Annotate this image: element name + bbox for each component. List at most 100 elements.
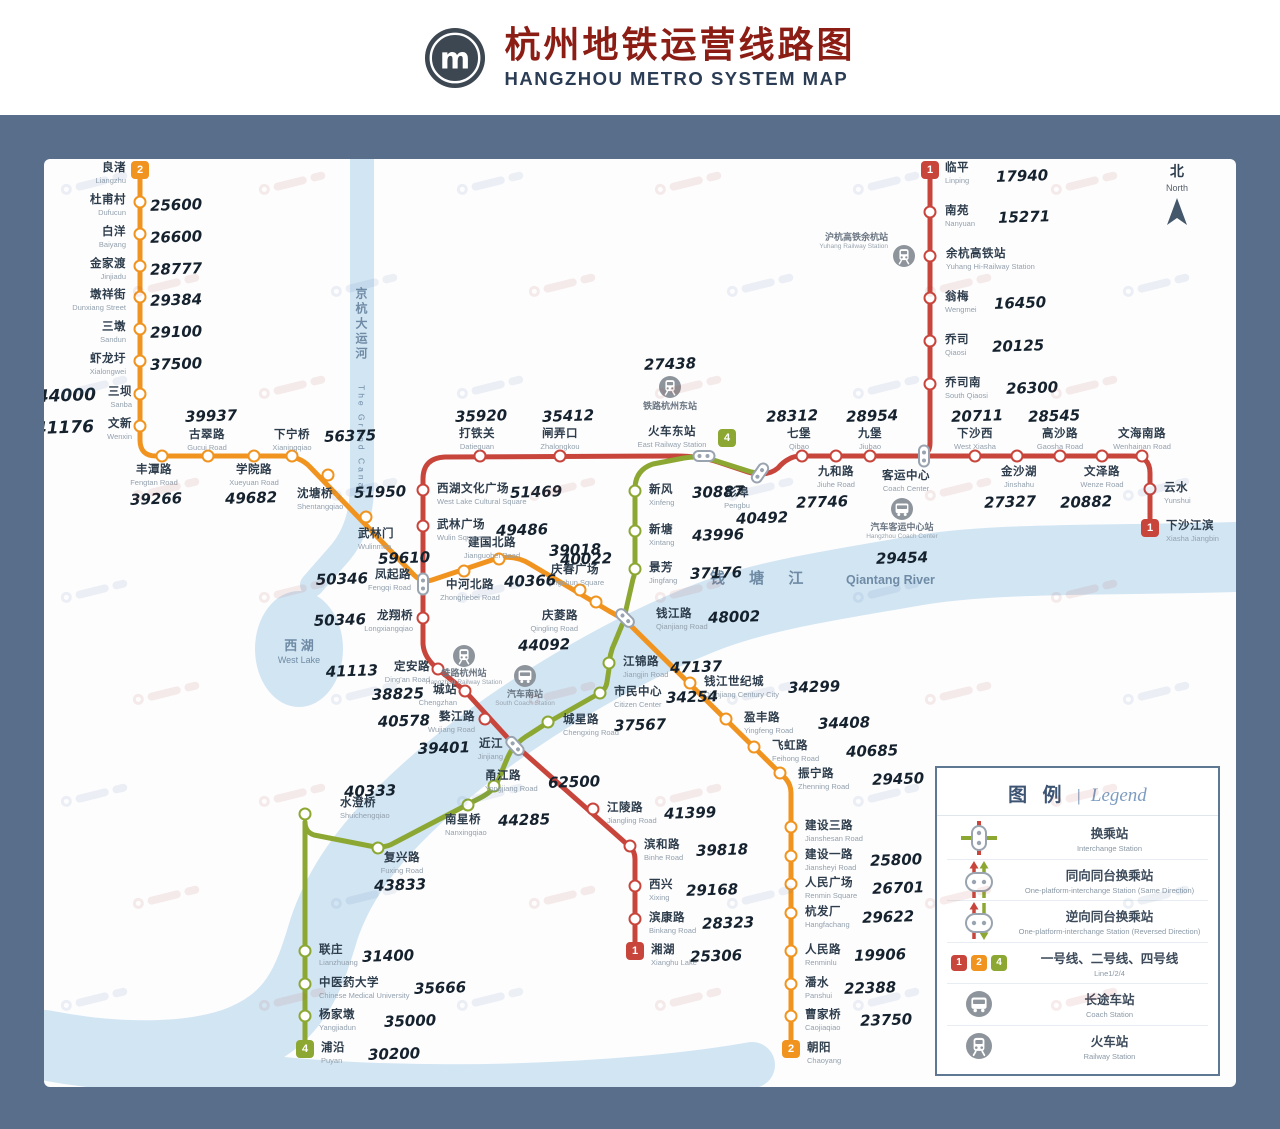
station-count-shuichengqiao: 40333 (343, 781, 397, 801)
station-name-en: Ding'an Road (384, 674, 430, 684)
legend-title-divider: | (1076, 786, 1081, 805)
station-name-zh: 南星桥 (445, 814, 481, 826)
station-marker-wulin-square (416, 519, 430, 533)
station-count-gaosha-road: 28545 (1027, 406, 1081, 426)
station-name-en: Chaoyang (807, 1055, 842, 1065)
station-marker-wenxin (133, 419, 147, 433)
station-name-zh: 武林门 (358, 528, 394, 540)
station-count-fengqi-road: 50346 (315, 569, 369, 589)
station-name-en: Yangjiadun (319, 1022, 356, 1032)
station-name-zh: 婺江路 (439, 711, 475, 723)
station-name-en: Dufucun (98, 207, 126, 217)
station-name-en: Wujiang Road (428, 724, 475, 734)
station-marker-sandun (133, 322, 147, 336)
legend-label-zh: 同向同台换乘站 (1065, 868, 1154, 883)
station-name-en: Wenxin (107, 431, 132, 441)
station-marker-yongjiang-road (487, 779, 501, 793)
station-name-zh: 建国北路 (467, 537, 516, 549)
annotation-zh: 汽车客运中心站 (870, 522, 934, 532)
legend-icon-reverse (947, 901, 1011, 941)
station-marker-fengqi-road (417, 572, 429, 596)
station-name-zh: 杜甫村 (90, 194, 126, 206)
station-name-zh: 近江 (479, 738, 503, 750)
station-marker-west-lake-cultural-square (416, 483, 430, 497)
station-count-puyan: 30200 (367, 1044, 421, 1064)
station-name-zh: 建设三路 (805, 820, 853, 832)
station-name-en: Gaosha Road (1036, 441, 1084, 451)
station-name-en: Jiansheyi Road (805, 862, 857, 872)
station-marker-qianjiang-century-city (683, 676, 697, 690)
station-count-jingfang: 37176 (689, 563, 743, 583)
station-name-en: Jingfang (649, 575, 678, 585)
station-count-chengzhan: 38825 (371, 684, 425, 704)
station-marker-qingchun-square (573, 583, 587, 597)
station-count-jinshahu: 27327 (983, 492, 1037, 512)
station-name-en: Wulin Square (437, 532, 482, 542)
station-marker-panshui (784, 977, 798, 991)
line-1-terminal-badge-xiasha-jiangbin: 1 (1141, 519, 1159, 537)
station-name-zh: 复兴路 (384, 852, 420, 864)
station-name-zh: 九和路 (817, 466, 854, 478)
station-count-jiuhe-road: 27746 (795, 492, 849, 512)
line-4-terminal-badge-puyan: 4 (296, 1040, 314, 1058)
station-count-datieguan: 35920 (454, 406, 508, 426)
grand-canal-label-en: The Grand Canal (356, 385, 367, 496)
station-count-xixing: 29168 (685, 880, 739, 900)
station-name-en: Renminlu (805, 957, 837, 967)
station-marker-jiansheyi-road (784, 849, 798, 863)
station-name-zh: 彭埠 (724, 487, 749, 499)
station-name-en: Chengxing Road (563, 727, 619, 737)
station-count-qiaosi: 20125 (991, 336, 1045, 356)
station-name-zh: 龙翔桥 (377, 610, 413, 622)
station-count-shentangqiao: 51950 (353, 482, 407, 502)
station-name-en: Zhonghebei Road (440, 592, 500, 602)
svg-text:m: m (440, 41, 470, 75)
station-count-zhalongkou: 35412 (541, 406, 595, 426)
station-name-en: Hangfachang (805, 919, 850, 929)
station-count-lianzhuang: 31400 (361, 946, 415, 966)
station-marker-xixing (628, 879, 642, 893)
station-count-panshui: 22388 (843, 978, 897, 998)
station-name-en: Yongjiang Road (485, 783, 538, 793)
station-name-en: Longxiangqiao (364, 623, 413, 633)
station-name-zh: 乔司 (945, 334, 969, 346)
station-name-en: Qiaosi (945, 347, 967, 357)
station-name-en: Shentangqiao (297, 501, 344, 511)
legend-label-en: Interchange Station (1076, 844, 1143, 854)
station-count-longxiangqiao: 50346 (313, 610, 367, 630)
station-name-en: Sandun (100, 334, 126, 344)
station-count-jinjiang: 39401 (417, 738, 471, 758)
station-name-zh: 沈塘桥 (297, 488, 333, 500)
station-name-zh: 滨和路 (644, 839, 680, 851)
station-name-en: Zhalongkou (540, 441, 580, 451)
station-count-jiangling-road: 41399 (663, 803, 717, 823)
station-name-zh: 高沙路 (1041, 428, 1078, 440)
station-name-zh: 钱江世纪城 (704, 676, 764, 688)
station-marker-baiyang (133, 227, 147, 241)
station-name-zh: 浦沿 (321, 1042, 345, 1054)
station-name-en: Wenhainan Road (1113, 441, 1171, 451)
station-name-en: Zhenning Road (798, 781, 850, 791)
station-name-zh: 金家渡 (90, 258, 126, 270)
station-name-en: Shuichengqiao (340, 810, 390, 820)
north-arrow-icon (1165, 197, 1189, 227)
station-count-sanba: 44000 (44, 384, 97, 408)
station-marker-chinese-medical-university (298, 977, 312, 991)
